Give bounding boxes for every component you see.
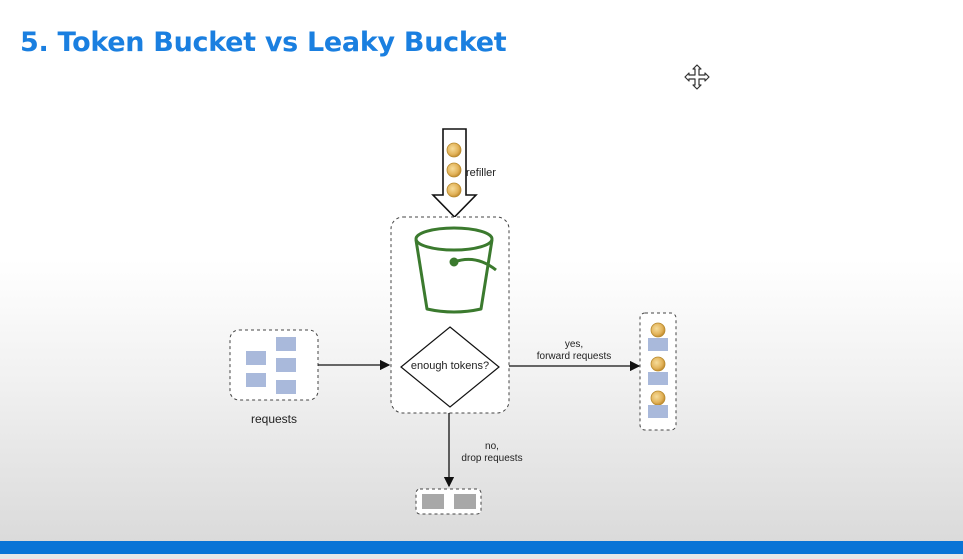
coin-icon: [446, 182, 462, 198]
dropped-block: [422, 494, 444, 509]
request-block: [648, 372, 668, 385]
refiller-label: refiller: [466, 167, 496, 179]
coin-icon: [650, 356, 666, 372]
request-block: [276, 380, 296, 394]
request-blocks: [246, 337, 296, 394]
request-block: [648, 338, 668, 351]
no-label-line2: drop requests: [461, 453, 523, 464]
slide-footer-bar: [0, 541, 963, 554]
move-cursor-icon: [684, 64, 710, 90]
requests-label: requests: [250, 412, 298, 426]
forwarded-items: [648, 322, 668, 418]
decision-diamond: [400, 326, 500, 408]
slide-title: 5. Token Bucket vs Leaky Bucket: [20, 27, 507, 58]
bucket-icon: [414, 226, 497, 314]
dropped-block: [454, 494, 476, 509]
yes-label-line2: forward requests: [536, 351, 612, 362]
slide-footer-strip: [0, 554, 963, 559]
request-block: [246, 351, 266, 365]
request-block: [246, 373, 266, 387]
no-label-line1: no,: [485, 441, 499, 452]
coin-icon: [650, 322, 666, 338]
request-block: [276, 358, 296, 372]
request-block: [648, 405, 668, 418]
yes-label-line1: yes,: [564, 339, 584, 350]
coin-icon: [446, 162, 462, 178]
decision-label: enough tokens?: [410, 360, 490, 372]
coin-icon: [446, 142, 462, 158]
coin-icon: [650, 390, 666, 406]
refiller-coins: [446, 142, 462, 198]
request-block: [276, 337, 296, 351]
requests-box: [229, 329, 319, 401]
